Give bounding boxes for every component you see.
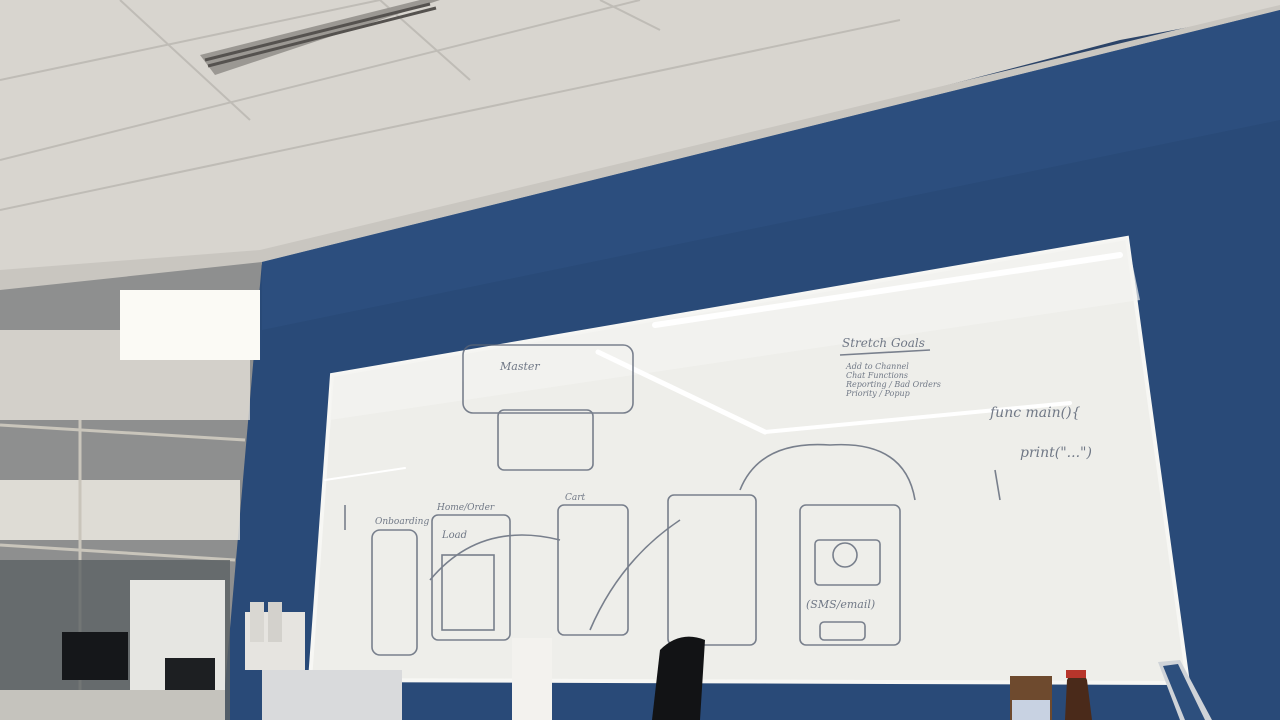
stretch-item: Priority / Popup xyxy=(846,389,910,398)
whiteboard-label-onboarding: Onboarding xyxy=(375,517,430,527)
marker-holder xyxy=(245,602,305,670)
paper-cup xyxy=(512,638,552,720)
ceiling-edge xyxy=(0,5,1280,300)
whiteboard-label-load: Load xyxy=(442,530,468,541)
whiteboard-sketches xyxy=(344,344,1001,656)
stretch-item: Chat Functions xyxy=(846,371,908,380)
stretch-item: Reporting / Bad Orders xyxy=(846,380,941,389)
whiteboard-label-home: Home/Order xyxy=(437,503,495,513)
light-reflection xyxy=(324,252,1123,481)
whiteboard-note-sms: (SMS/email) xyxy=(806,598,876,611)
ceiling xyxy=(0,0,1280,300)
bottle-right xyxy=(1065,670,1092,720)
monitor xyxy=(62,632,128,680)
whiteboard-heading-stretch: Stretch Goals xyxy=(842,336,925,350)
laptop-lid xyxy=(262,670,402,720)
ceiling-vent xyxy=(200,0,440,75)
whiteboard-heading-master: Master xyxy=(500,360,540,373)
office-chair xyxy=(652,636,705,720)
whiteboard-code-line-2: print("...") xyxy=(1020,445,1092,461)
whiteboard-code-line-1: func main(){ xyxy=(990,405,1081,421)
stretch-item: Add to Channel xyxy=(846,362,909,371)
whiteboard-label-cart: Cart xyxy=(565,493,586,503)
stretch-goals-list: Add to Channel Chat Functions Reporting … xyxy=(846,362,941,398)
